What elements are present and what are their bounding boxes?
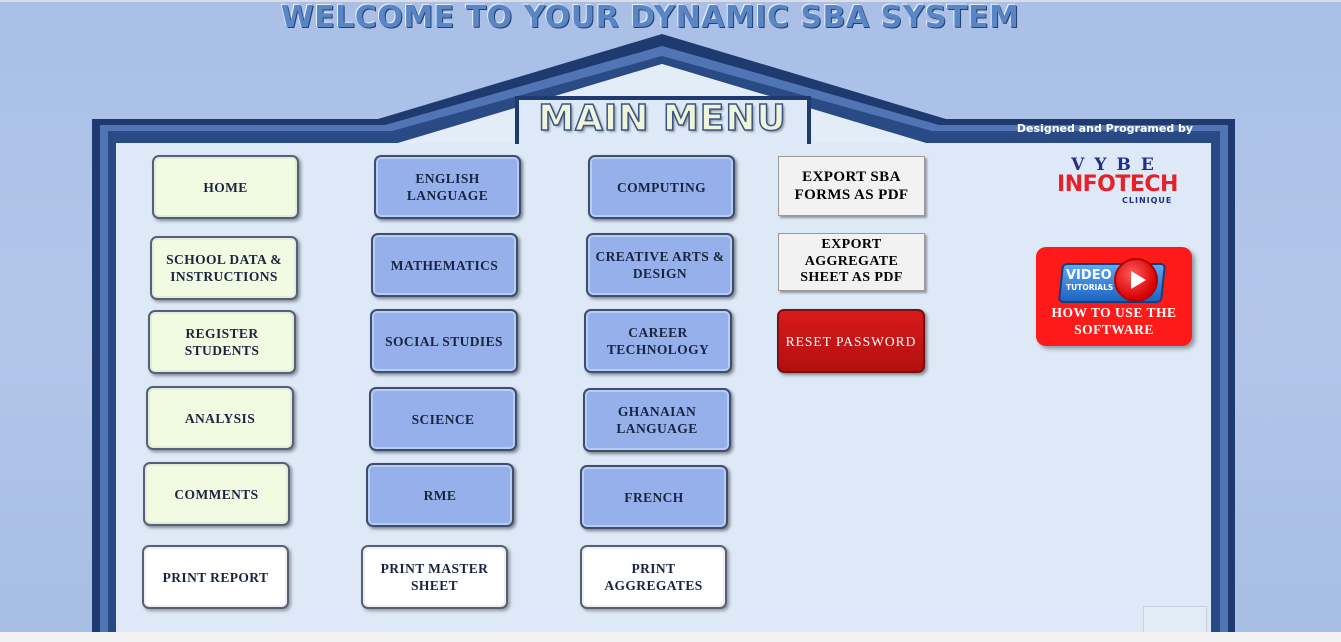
corner-box	[1143, 606, 1207, 633]
top-border	[0, 0, 1341, 2]
export-aggregate-sheet-pdf-button[interactable]: EXPORT AGGREGATE SHEET AS PDF	[778, 233, 925, 291]
social-studies-button[interactable]: SOCIAL STUDIES	[370, 309, 518, 373]
bottom-strip	[0, 632, 1341, 642]
comments-button[interactable]: COMMENTS	[143, 462, 290, 526]
print-aggregates-button[interactable]: PRINT AGGREGATES	[580, 545, 727, 609]
export-sba-forms-pdf-button[interactable]: EXPORT SBA FORMS AS PDF	[778, 156, 925, 216]
video-label: HOW TO USE THE SOFTWARE	[1051, 305, 1177, 337]
logo-infotech-text: INFOTECH	[1057, 172, 1178, 197]
computing-button[interactable]: COMPUTING	[588, 155, 735, 219]
ghanaian-language-button[interactable]: GHANAIAN LANGUAGE	[583, 388, 731, 452]
designed-by-label: Designed and Programed by	[1016, 122, 1194, 135]
french-button[interactable]: FRENCH	[580, 465, 728, 529]
home-button[interactable]: HOME	[152, 155, 299, 219]
video-badge-title: VIDEO	[1066, 268, 1112, 283]
creative-arts-design-button[interactable]: CREATIVE ARTS & DESIGN	[586, 233, 734, 297]
print-master-sheet-button[interactable]: PRINT MASTER SHEET	[361, 545, 508, 609]
analysis-button[interactable]: ANALYSIS	[146, 386, 294, 450]
logo-clinique-text: CLINIQUE	[1122, 196, 1173, 205]
logo-vybe-text: VYBE	[1071, 155, 1164, 175]
play-icon	[1114, 258, 1158, 302]
reset-password-button[interactable]: RESET PASSWORD	[777, 309, 925, 373]
register-students-button[interactable]: REGISTER STUDENTS	[148, 310, 296, 374]
welcome-title: WELCOME TO YOUR DYNAMIC SBA SYSTEM	[280, 0, 1020, 35]
english-language-button[interactable]: ENGLISH LANGUAGE	[374, 155, 521, 219]
main-menu-title: MAIN MENU	[537, 97, 787, 140]
mathematics-button[interactable]: MATHEMATICS	[371, 233, 518, 297]
school-data-instructions-button[interactable]: SCHOOL DATA & INSTRUCTIONS	[150, 236, 298, 300]
science-button[interactable]: SCIENCE	[369, 387, 517, 451]
vybe-infotech-logo: VYBE INFOTECH CLINIQUE	[1050, 156, 1185, 212]
video-badge-subtitle: TUTORIALS	[1066, 283, 1114, 292]
print-report-button[interactable]: PRINT REPORT	[142, 545, 289, 609]
video-tutorials-button[interactable]: VIDEO TUTORIALS HOW TO USE THE SOFTWARE	[1036, 247, 1192, 346]
career-technology-button[interactable]: CAREER TECHNOLOGY	[584, 309, 732, 373]
rme-button[interactable]: RME	[366, 463, 514, 527]
